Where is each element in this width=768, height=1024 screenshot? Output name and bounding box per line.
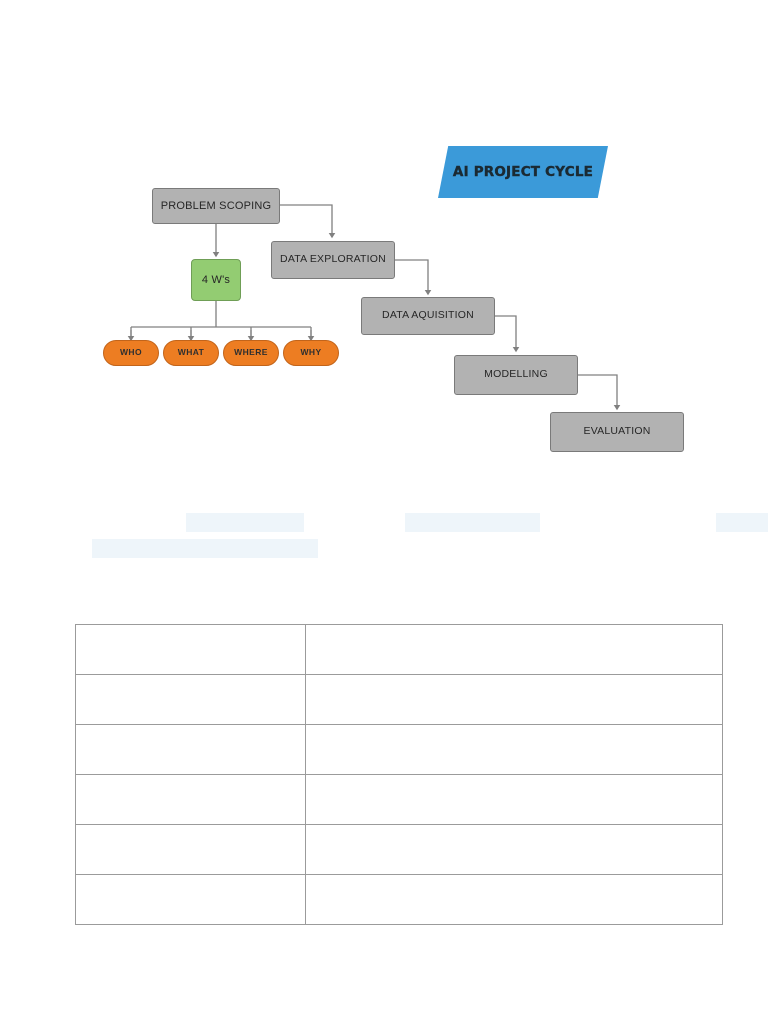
node-what-label: WHAT	[177, 347, 205, 358]
node-who[interactable]: WHO	[103, 340, 159, 366]
node-four-ws-label: 4 W's	[201, 273, 231, 286]
node-data-exploration-label: DATA EXPLORATION	[280, 253, 386, 266]
node-evaluation-label: EVALUATION	[583, 425, 651, 438]
connector-data-exploration-to-data-aquisition	[395, 259, 432, 296]
node-where-label: WHERE	[234, 347, 268, 358]
highlight-block-3	[92, 539, 318, 558]
highlight-block-4	[716, 513, 768, 532]
table-cell-b[interactable]	[305, 874, 723, 925]
node-where[interactable]: WHERE	[223, 340, 279, 366]
node-evaluation[interactable]: EVALUATION	[550, 412, 684, 452]
table-cell-a[interactable]	[75, 674, 306, 725]
node-why-label: WHY	[300, 347, 322, 358]
table-row[interactable]	[75, 824, 723, 875]
node-modelling[interactable]: MODELLING	[454, 355, 578, 395]
node-data-aquisition-label: DATA AQUISITION	[382, 309, 474, 322]
content-table	[75, 624, 723, 925]
connector-data-aquisition-to-modelling	[495, 315, 520, 353]
node-why[interactable]: WHY	[283, 340, 339, 366]
highlight-block-1	[186, 513, 304, 532]
table-cell-b[interactable]	[305, 674, 723, 725]
table-cell-a[interactable]	[75, 724, 306, 775]
connector-four-ws-trunk	[130, 301, 312, 339]
table-row[interactable]	[75, 724, 723, 775]
banner-shape	[438, 146, 608, 198]
node-data-aquisition[interactable]: DATA AQUISITION	[361, 297, 495, 335]
table-row[interactable]	[75, 874, 723, 925]
table-cell-a[interactable]	[75, 624, 306, 675]
table-cell-b[interactable]	[305, 724, 723, 775]
connector-modelling-to-evaluation	[578, 374, 621, 411]
table-cell-b[interactable]	[305, 774, 723, 825]
table-cell-a[interactable]	[75, 874, 306, 925]
node-modelling-label: MODELLING	[484, 368, 548, 381]
node-who-label: WHO	[120, 347, 142, 358]
ai-project-cycle-diagram: AI PROJECT CYCLE PROBLEM SCOPING DATA EX…	[0, 0, 768, 500]
diagram-connectors	[127, 204, 621, 411]
node-data-exploration[interactable]: DATA EXPLORATION	[271, 241, 395, 279]
banner-label: AI PROJECT CYCLE	[452, 164, 594, 180]
node-four-ws[interactable]: 4 W's	[191, 259, 241, 301]
node-what[interactable]: WHAT	[163, 340, 219, 366]
node-problem-scoping[interactable]: PROBLEM SCOPING	[152, 188, 280, 224]
table-row[interactable]	[75, 624, 723, 675]
content-table-body	[75, 624, 723, 925]
table-cell-b[interactable]	[305, 824, 723, 875]
table-cell-a[interactable]	[75, 774, 306, 825]
table-cell-b[interactable]	[305, 624, 723, 675]
table-row[interactable]	[75, 674, 723, 725]
table-row[interactable]	[75, 774, 723, 825]
connector-problem-scoping-to-data-exploration	[280, 204, 336, 239]
table-cell-a[interactable]	[75, 824, 306, 875]
node-problem-scoping-label: PROBLEM SCOPING	[160, 199, 272, 212]
highlight-block-2	[405, 513, 540, 532]
ai-project-cycle-banner: AI PROJECT CYCLE	[438, 146, 611, 201]
